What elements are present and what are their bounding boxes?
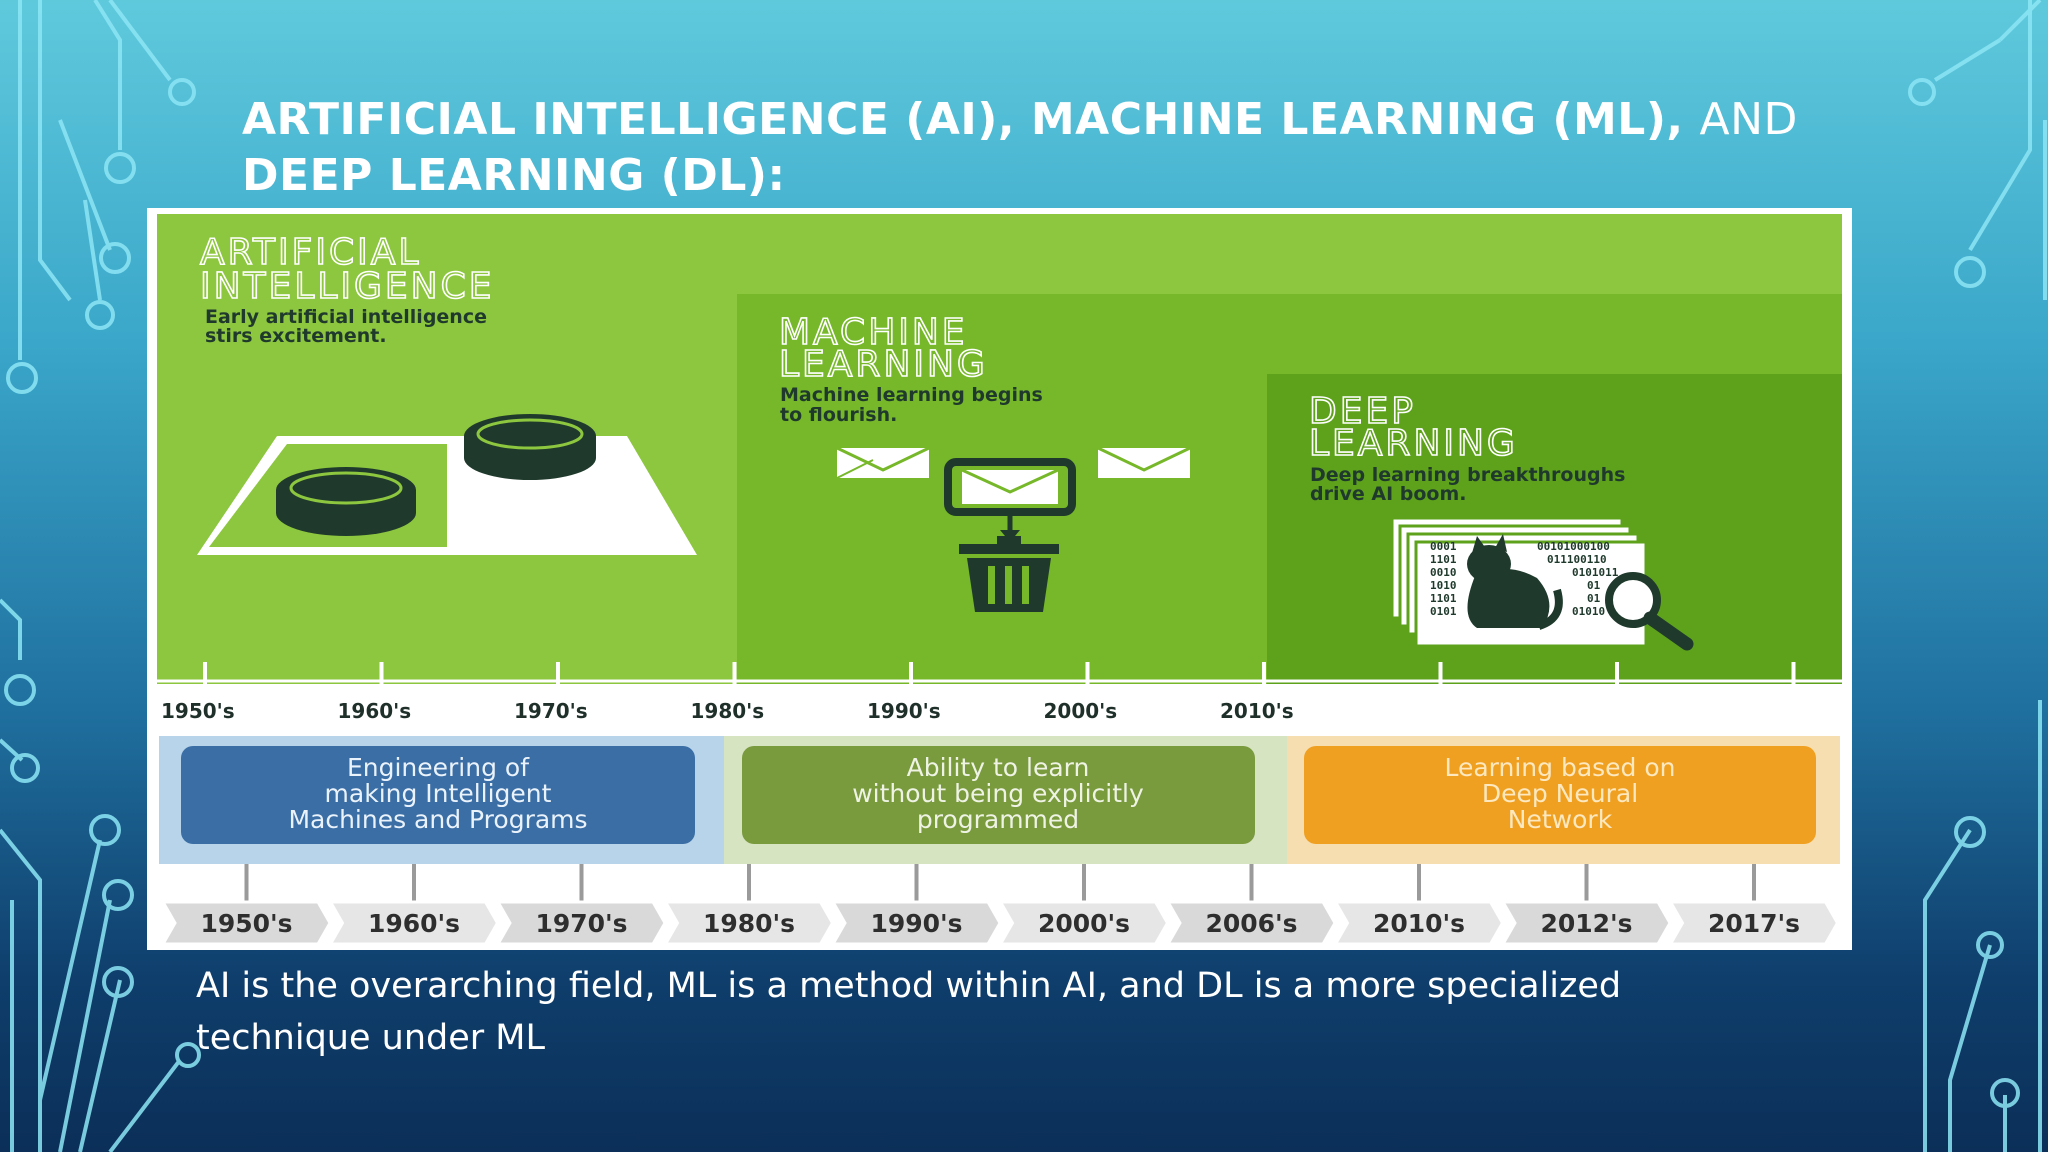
ai-title-line1: ARTIFICIAL [200,232,421,273]
dl-box-line3: Network [1508,805,1613,834]
title-part2: DEEP LEARNING (DL): [242,150,786,201]
bottom-timeline-chevron [830,900,1002,946]
binary-row-right-0: 00101000100 [1537,540,1610,553]
binary-row-right-4: 01 [1587,592,1601,605]
binary-row-1: 1101 [1430,553,1457,566]
top-timeline-label: 1950's [161,699,235,723]
ml-box-line2: without being explicitly [852,779,1144,808]
cat-icon [1467,534,1563,630]
binary-row-right-3: 01 [1587,579,1601,592]
binary-row-right-5: 01010 [1572,605,1605,618]
binary-row-2: 0010 [1430,566,1457,579]
slide-title: ARTIFICIAL INTELLIGENCE (AI), MACHINE LE… [242,92,1802,204]
bottom-timeline-chevron [1500,900,1672,946]
bottom-timeline-chevron [327,900,500,946]
bottom-timeline-label: 1970's [535,909,627,938]
magnifier-icon [1605,572,1694,651]
bottom-timeline-chevron [1332,900,1505,946]
binary-row-3: 1010 [1430,579,1457,592]
slide-caption: AI is the overarching field, ML is a met… [196,966,1622,1058]
ai-desc-line1: Early artificial intelligence [205,306,487,328]
dl-description-box [1304,746,1816,844]
bottom-timeline-label: 1960's [368,909,460,938]
dl-desc-line1: Deep learning breakthroughs [1310,464,1625,486]
dl-title-line1: DEEP [1309,391,1416,432]
bottom-timeline-chevron [1667,900,1840,946]
top-timeline-label: 1960's [338,699,412,723]
title-and: AND [1699,94,1798,145]
bottom-timeline-label: 1980's [703,909,795,938]
bottom-timeline-chevron [997,900,1170,946]
bottom-timeline-label: 2017's [1708,909,1800,938]
top-timeline-label: 2000's [1044,699,1118,723]
ml-description-box [742,746,1255,844]
ai-title-line2: INTELLIGENCE [200,266,494,307]
ai-desc-line2: stirs excitement. [205,325,387,347]
bottom-timeline-chevron [160,900,332,946]
envelope-icon-left [836,446,930,479]
ai-box-line3: Machines and Programs [288,805,587,834]
dl-title-line2: LEARNING [1309,423,1518,464]
bottom-timeline-chevron [662,900,835,946]
title-part1: ARTIFICIAL INTELLIGENCE (AI), MACHINE LE… [242,94,1684,145]
dl-desc-line2: drive AI boom. [1310,483,1466,505]
dl-box-line2: Deep Neural [1482,779,1638,808]
bottom-timeline-label: 2012's [1540,909,1632,938]
ai-box-line2: making Intelligent [325,779,552,808]
bottom-timeline-label: 2010's [1373,909,1465,938]
bottom-timeline-label: 1990's [870,909,962,938]
ml-box-line3: programmed [917,805,1079,834]
ai-box-line1: Engineering of [347,753,530,782]
bottom-timeline-chevron [1165,900,1337,946]
ai-description-box [181,746,695,844]
bottom-timeline-label: 1950's [200,909,292,938]
top-timeline-label: 1970's [514,699,588,723]
bottom-timeline-label: 2006's [1205,909,1297,938]
top-timeline-label: 1980's [691,699,765,723]
checkers-icon [197,414,697,555]
inbox-envelope-icon [944,458,1076,542]
trash-icon [959,536,1059,612]
dl-box-line1: Learning based on [1444,753,1675,782]
binary-row-5: 0101 [1430,605,1457,618]
ml-desc-line1: Machine learning begins [780,384,1043,406]
binary-row-right-2: 0101011 [1572,566,1619,579]
ml-desc-line2: to flourish. [780,404,897,426]
binary-row-4: 1101 [1430,592,1457,605]
top-timeline-label: 2010's [1220,699,1294,723]
ai-ml-dl-infographic: ARTIFICIAL INTELLIGENCE Early artificial… [147,208,1852,950]
ml-box-line1: Ability to learn [907,753,1090,782]
binary-row-right-1: 011100110 [1547,553,1607,566]
bottom-timeline-chevron [495,900,667,946]
top-timeline-label: 1990's [867,699,941,723]
bottom-timeline-label: 2000's [1038,909,1130,938]
ml-title-line2: LEARNING [779,344,988,385]
ml-title-line1: MACHINE [779,312,968,353]
envelope-icon-right [1097,446,1191,478]
binary-row-0: 0001 [1430,540,1457,553]
